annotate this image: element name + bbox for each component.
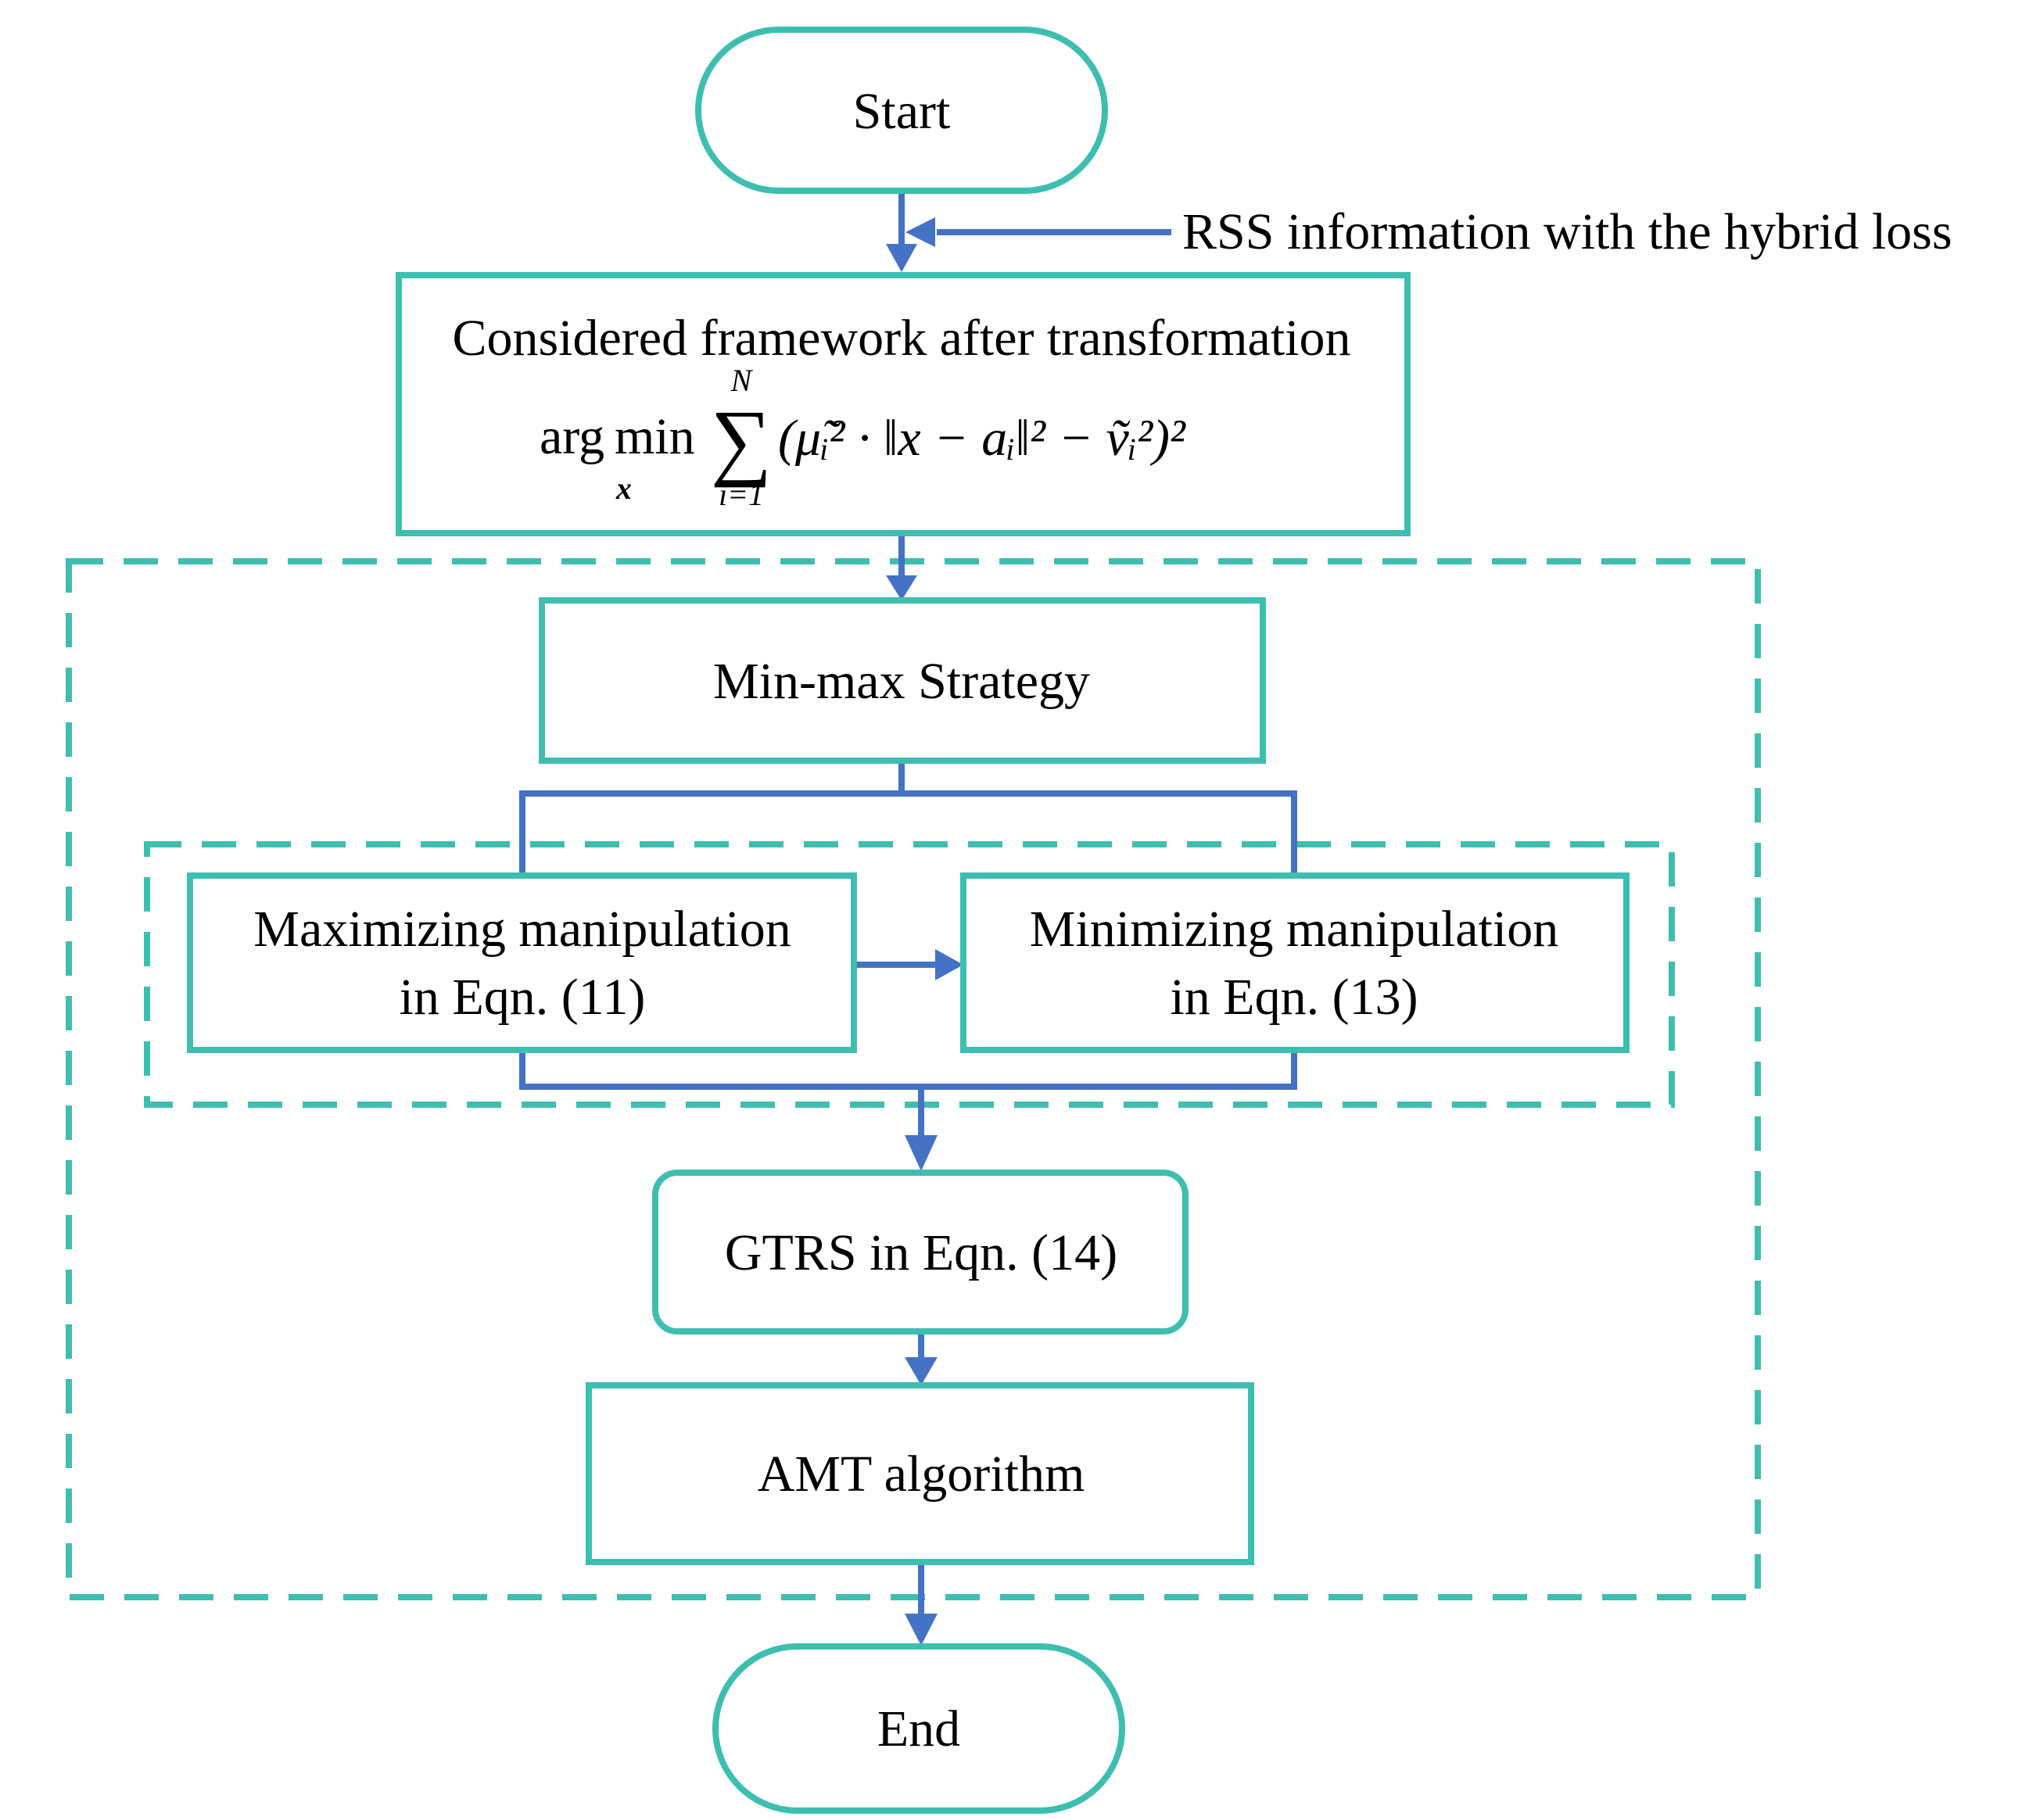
minimizing-label-line1: Minimizing manipulation [1030,901,1558,958]
merge-line [519,1050,1297,1090]
formula-sum-lower: i=1 [719,477,764,512]
minimizing-label-line2: in Eqn. (13) [1170,969,1418,1026]
minmax-split-line-right [902,790,1297,876]
input-note-label: RSS information with the hybrid loss [1182,203,1952,260]
objective-formula: arg min x N ∑ i=1 (μ̃ᵢ² · ‖x − aᵢ‖² − ṽᵢ… [540,363,1186,512]
maximizing-label-line2: in Eqn. (11) [400,969,646,1026]
formula-expression: (μ̃ᵢ² · ‖x − aᵢ‖² − ṽᵢ²)² [778,410,1186,467]
minmax-split-line [519,761,905,876]
formula-sum-upper: N [730,363,754,398]
gtrs-label: GTRS in Eqn. (14) [725,1224,1117,1281]
minmax-label: Min-max Strategy [713,653,1090,710]
maximizing-node [187,872,857,1053]
framework-title: Considered framework after transformatio… [452,310,1350,367]
amt-label: AMT algorithm [758,1446,1085,1503]
merge-to-gtrs-arrowhead [905,1135,938,1171]
framework-node [396,272,1411,536]
formula-arg: arg [540,408,604,465]
start-to-framework-arrowhead [886,244,917,272]
inner-dashed-group [144,841,1675,1108]
end-node [712,1643,1125,1814]
formula-min-subscript: x [615,471,632,506]
connectors [519,191,1297,1646]
gtrs-node [652,1170,1189,1335]
formula-sum-symbol: ∑ [711,392,772,488]
framework-to-minmax-arrowhead [886,575,917,600]
minimizing-node [960,872,1630,1053]
input-note-arrowhead [905,217,935,247]
outer-dashed-group [66,558,1761,1600]
end-label: End [877,1700,960,1757]
max-to-min-arrowhead [935,949,963,980]
minmax-node [539,597,1266,764]
formula-min: min [615,408,695,465]
gtrs-to-amt-arrowhead [905,1357,938,1385]
amt-to-end-arrowhead [905,1614,938,1646]
maximizing-label-line1: Maximizing manipulation [253,901,791,958]
amt-node [586,1382,1254,1565]
start-label: Start [853,83,951,140]
start-node [695,27,1108,194]
